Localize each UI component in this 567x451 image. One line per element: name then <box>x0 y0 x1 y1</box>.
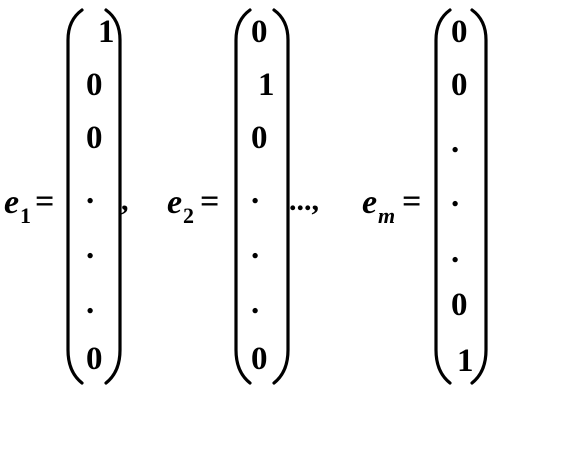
vector-em-entry-4: . <box>451 178 459 214</box>
vector-e1-entry-7: 0 <box>86 341 103 377</box>
vector-em-entry-3: . <box>451 124 459 160</box>
vector-e2-subscript: 2 <box>183 203 194 228</box>
vector-e2-entry-4: . <box>251 175 259 211</box>
vector-e2-entry-3: 0 <box>251 120 268 156</box>
vector-e1-left-paren <box>66 8 84 385</box>
vector-em-entry-5: . <box>451 234 459 270</box>
vector-e1: e 1 = 1 0 0 . . . 0 , <box>4 8 129 385</box>
vector-e2-entry-6: . <box>251 285 259 321</box>
vector-e2-name: e <box>167 184 182 221</box>
vector-e2-equals: = <box>200 183 219 220</box>
vector-em-entry-7: 1 <box>457 343 474 379</box>
vector-e1-entry-4: . <box>86 175 94 211</box>
vector-e1-name: e <box>4 184 19 221</box>
vector-e2-left-paren <box>234 8 252 385</box>
vector-em-right-paren <box>470 8 488 385</box>
vector-e1-entry-5: . <box>86 230 94 266</box>
vector-em-left-paren <box>434 8 452 385</box>
vector-e1-right-paren <box>104 8 122 385</box>
vector-e1-separator: , <box>121 184 129 217</box>
vector-em-entry-6: 0 <box>451 287 468 323</box>
vector-e2-entry-5: . <box>251 230 259 266</box>
vector-em-name: e <box>362 184 377 221</box>
vector-e2-entry-2: 1 <box>258 67 275 103</box>
vector-e2-entry-7: 0 <box>251 341 268 377</box>
vector-em-equals: = <box>402 183 421 220</box>
vector-e1-entry-3: 0 <box>86 120 103 156</box>
vector-e2-right-paren <box>272 8 290 385</box>
vector-em: e m = 0 0 . . . 0 1 <box>362 8 488 385</box>
vector-em-entry-2: 0 <box>451 67 468 103</box>
vector-em-entry-1: 0 <box>451 14 468 50</box>
vector-e2: e 2 = 0 1 0 . . . 0 ..., <box>167 8 319 385</box>
vector-e1-subscript: 1 <box>20 203 31 228</box>
vector-e1-entry-6: . <box>86 285 94 321</box>
vector-em-subscript: m <box>378 203 395 228</box>
vector-e2-separator: ..., <box>289 184 319 217</box>
vector-e1-entry-1: 1 <box>98 14 115 50</box>
vector-e2-entry-1: 0 <box>251 14 268 50</box>
vector-e1-equals: = <box>35 183 54 220</box>
vector-e1-entry-2: 0 <box>86 67 103 103</box>
